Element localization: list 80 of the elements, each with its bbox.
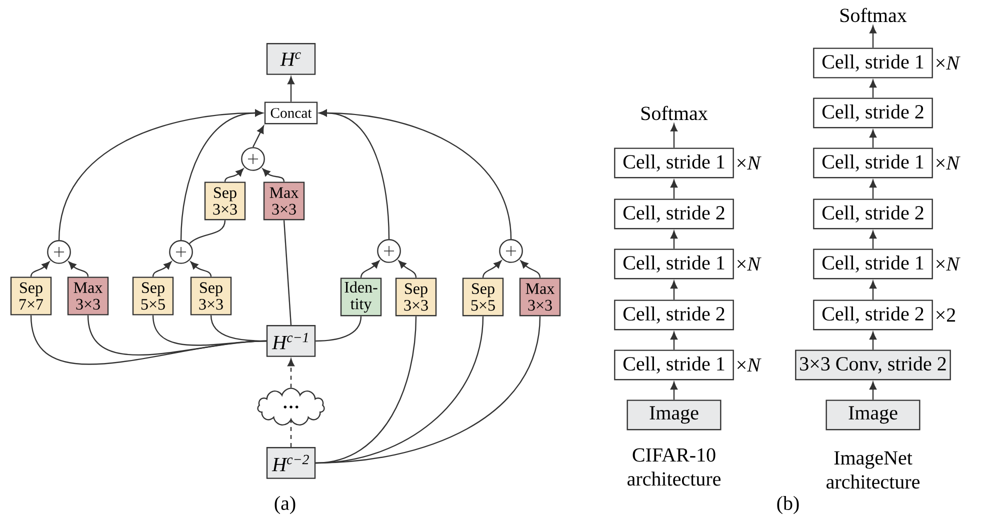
operation-box: Max 3×3 xyxy=(519,278,561,316)
arrow xyxy=(670,230,678,249)
plus-circle xyxy=(377,239,401,263)
state-box: H$^{c}$ xyxy=(266,43,316,75)
caption-label: CIFAR-10 architecture xyxy=(628,448,720,486)
multiplier-label: ×2 xyxy=(936,308,956,322)
operation-box: Sep 7×7 xyxy=(10,276,52,316)
arrow xyxy=(670,382,678,400)
operation-box: Sep 5×5 xyxy=(132,276,174,316)
plus-circle xyxy=(499,239,523,263)
arrow xyxy=(870,280,876,300)
multiplier-label: ×N xyxy=(936,257,960,271)
cell-box: Cell, stride 1 xyxy=(813,48,933,78)
arrow xyxy=(870,80,876,98)
connector-line xyxy=(316,316,541,464)
arrow xyxy=(398,260,417,278)
multiplier-label: ×N xyxy=(936,156,960,170)
cell-box: Cell, stride 2 xyxy=(614,300,734,330)
arrow xyxy=(870,130,876,148)
arrow xyxy=(870,26,876,48)
arrow xyxy=(670,124,678,148)
arrow xyxy=(870,332,876,350)
arrow xyxy=(30,261,50,277)
output-label: Softmax xyxy=(840,8,907,22)
caption-label: (b) xyxy=(777,496,799,514)
multiplier-label: ×N xyxy=(737,257,762,271)
cell-box: Cell, stride 1 xyxy=(813,248,933,280)
cell-box: Cell, stride 1 xyxy=(614,350,734,380)
concat-box: Concat xyxy=(264,102,318,124)
arrow xyxy=(152,261,172,277)
arrow xyxy=(670,180,678,199)
operation-box: Max 3×3 xyxy=(263,182,305,220)
connector-line xyxy=(189,220,226,244)
connector-line xyxy=(316,316,362,342)
operation-box: Iden- tity xyxy=(340,278,382,316)
arrow xyxy=(319,110,512,240)
cell-box: Cell, stride 1 xyxy=(813,148,933,178)
arrow xyxy=(190,261,212,277)
operation-box: Sep 3×3 xyxy=(204,182,246,220)
cell-box: Cell, stride 1 xyxy=(614,248,734,280)
plus-circle xyxy=(169,240,193,264)
arrow xyxy=(288,358,294,388)
input-box: Image xyxy=(626,400,722,430)
arrow xyxy=(670,280,678,300)
state-box: H$^{c−2}$ xyxy=(266,447,316,479)
arrow xyxy=(224,168,244,182)
arrow xyxy=(68,261,89,277)
plus-circle xyxy=(47,240,71,264)
cell-box: Cell, stride 2 xyxy=(614,198,734,230)
operation-box: Sep 5×5 xyxy=(462,278,504,316)
cell-box: Cell, stride 2 xyxy=(813,198,933,230)
arrow xyxy=(870,230,876,249)
operation-box: Sep 3×3 xyxy=(190,276,232,316)
output-label: Softmax xyxy=(641,106,708,120)
cell-box: Cell, stride 2 xyxy=(813,300,933,330)
arrow xyxy=(670,332,678,350)
arrow xyxy=(870,382,876,400)
arrow xyxy=(520,260,541,278)
multiplier-label: ×N xyxy=(737,358,762,372)
arrow xyxy=(870,180,876,199)
cell-box: Cell, stride 1 xyxy=(614,148,734,178)
operation-box: Sep 3×3 xyxy=(395,278,437,316)
arrow xyxy=(180,110,263,240)
caption-label: ImageNet architecture xyxy=(826,451,920,489)
conv-box: 3×3 Conv, stride 2 xyxy=(795,350,951,380)
cell-box: Cell, stride 2 xyxy=(813,98,933,128)
arrow xyxy=(288,76,294,102)
operation-box: Max 3×3 xyxy=(67,276,109,316)
arrow xyxy=(252,126,264,148)
arrow xyxy=(262,168,285,182)
state-box: H$^{c−1}$ xyxy=(266,325,316,357)
connector-line xyxy=(283,220,292,326)
connector-line xyxy=(210,315,266,342)
input-box: Image xyxy=(826,400,920,430)
connector-line xyxy=(290,420,292,448)
multiplier-label: ×N xyxy=(737,156,762,170)
arrow xyxy=(482,260,502,278)
plus-circle xyxy=(241,147,265,171)
arrow xyxy=(360,260,380,278)
multiplier-label: ×N xyxy=(936,56,960,70)
